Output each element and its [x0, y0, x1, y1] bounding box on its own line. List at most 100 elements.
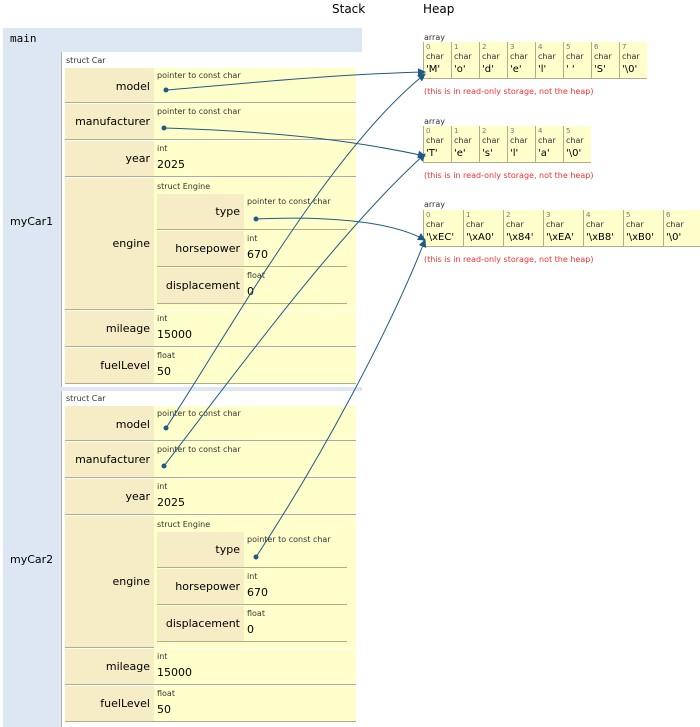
- struct-label: struct Engine: [157, 520, 211, 529]
- cell-value: '\0': [622, 64, 638, 75]
- value-text: 50: [157, 365, 171, 378]
- cell-index: 4: [586, 211, 591, 219]
- cell-value: 'l': [510, 148, 519, 159]
- field-type-name: type: [157, 532, 244, 568]
- heap-array-label: array: [424, 117, 445, 126]
- heap-array-label: array: [424, 33, 445, 42]
- cell-index: 3: [546, 211, 551, 219]
- cell-value: 'M': [426, 64, 441, 75]
- cell-index: 5: [626, 211, 631, 219]
- frame-name: main: [10, 32, 37, 45]
- field-engine-name: engine: [65, 516, 154, 648]
- heap-header: Heap: [423, 2, 455, 16]
- struct-label: struct Car: [66, 56, 106, 65]
- pointer-arrow-mycar1-engine-type: [255, 217, 426, 241]
- readonly-note: (this is in read-only storage, not the h…: [424, 171, 594, 180]
- value-text: 50: [157, 703, 171, 716]
- field-fuellevel-value: float 50: [154, 348, 356, 384]
- field-manufacturer-value: pointer to const char: [154, 104, 356, 140]
- cell-type: char: [482, 136, 500, 145]
- cell-index: 1: [454, 127, 459, 135]
- cell-value: '\x84': [506, 232, 534, 243]
- field-type-name: type: [157, 194, 244, 230]
- pointer-dot: [253, 216, 259, 222]
- field-horsepower-name: horsepower: [157, 569, 244, 605]
- cell-index: 1: [466, 211, 471, 219]
- type-label: float: [247, 271, 265, 280]
- cell-type: char: [566, 52, 584, 61]
- cell-value: '\0': [666, 232, 682, 243]
- cell-value: '\xA0': [466, 232, 494, 243]
- field-manufacturer-name: manufacturer: [65, 442, 154, 478]
- cell-index: 6: [666, 211, 671, 219]
- cell-type: char: [506, 220, 524, 229]
- type-label: float: [157, 689, 175, 698]
- cell-type: char: [538, 136, 556, 145]
- type-label: float: [157, 351, 175, 360]
- field-engine-name: engine: [65, 178, 154, 310]
- cell-type: char: [626, 220, 644, 229]
- cell-type: char: [454, 136, 472, 145]
- cell-index: 2: [482, 43, 487, 51]
- cell-value: 'a': [538, 148, 550, 159]
- cell-type: char: [666, 220, 684, 229]
- cell-index: 0: [426, 127, 431, 135]
- field-year-name: year: [65, 479, 154, 515]
- pointer-dot: [253, 554, 259, 560]
- cell-value: '\xB8': [586, 232, 615, 243]
- field-displacement-name: displacement: [157, 268, 244, 304]
- cell-type: char: [594, 52, 612, 61]
- type-label: pointer to const char: [157, 409, 241, 418]
- pointer-arrow-mycar2-engine-type: [255, 239, 427, 558]
- field-model-name: model: [65, 406, 154, 441]
- cell-type: char: [426, 52, 444, 61]
- value-text: 0: [247, 285, 254, 298]
- type-label: pointer to const char: [157, 107, 241, 116]
- cell-type: char: [466, 220, 484, 229]
- field-fuellevel-name: fuelLevel: [65, 348, 154, 384]
- cell-value: 'T': [426, 148, 438, 159]
- type-label: pointer to const char: [157, 445, 241, 454]
- struct-label: struct Car: [66, 394, 106, 403]
- value-text: 0: [247, 623, 254, 636]
- var-mycar2: myCar2: [10, 553, 54, 566]
- type-label: pointer to const char: [247, 535, 331, 544]
- field-type-value: pointer to const char: [244, 194, 347, 230]
- cell-value: '\0': [566, 148, 582, 159]
- pointer-arrow-mycar2-model: [165, 73, 426, 429]
- type-label: int: [247, 234, 258, 243]
- cell-type: char: [426, 220, 444, 229]
- cell-index: 0: [426, 211, 431, 219]
- cell-type: char: [566, 136, 584, 145]
- cell-type: char: [426, 136, 444, 145]
- cell-index: 6: [594, 43, 599, 51]
- readonly-note: (this is in read-only storage, not the h…: [424, 87, 594, 96]
- cell-type: char: [538, 52, 556, 61]
- pointer-dot: [163, 425, 169, 431]
- cell-value: 'S': [594, 64, 606, 75]
- cell-index: 3: [510, 43, 515, 51]
- value-text: 2025: [157, 158, 185, 171]
- value-text: 670: [247, 586, 268, 599]
- cell-type: char: [546, 220, 564, 229]
- cell-value: 'e': [454, 148, 466, 159]
